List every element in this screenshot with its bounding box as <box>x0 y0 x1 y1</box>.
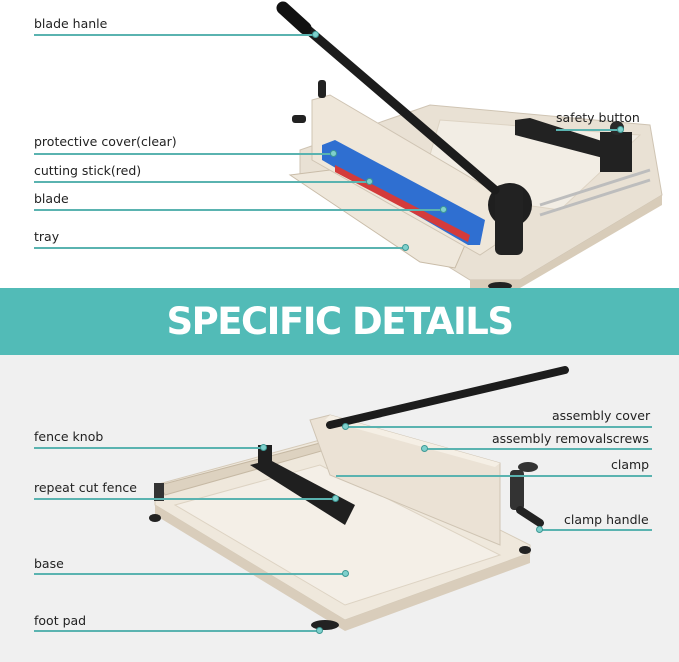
leader-line-blade-handle <box>34 34 316 36</box>
label-cutting-stick: cutting stick(red) <box>34 163 142 178</box>
leader-line-base <box>34 573 346 575</box>
leader-line-protective-cover <box>34 153 334 155</box>
leader-line-fence-knob <box>34 447 264 449</box>
callout-dot-foot-pad <box>316 627 323 634</box>
label-blade: blade <box>34 191 69 206</box>
label-safety-button: safety button <box>556 110 640 125</box>
callout-dot-base <box>342 570 349 577</box>
leader-line-repeat-cut-fence <box>34 498 336 500</box>
callout-dot-fence-knob <box>260 444 267 451</box>
label-foot-pad: foot pad <box>34 613 87 628</box>
leader-line-assembly-cover <box>345 426 652 428</box>
leader-line-clamp <box>336 475 652 477</box>
label-protective-cover: protective cover(clear) <box>34 134 177 149</box>
callout-dot-protective-cover <box>330 150 337 157</box>
leader-line-clamp-handle <box>540 529 652 531</box>
callout-dot-assembly-removal-screws <box>421 445 428 452</box>
section-banner: SPECIFIC DETAILS <box>0 288 679 355</box>
callout-dot-assembly-cover <box>342 423 349 430</box>
label-assembly-removal-screws: assembly removalscrews <box>492 431 649 446</box>
label-tray: tray <box>34 229 60 244</box>
leader-line-foot-pad <box>34 630 320 632</box>
label-clamp-handle: clamp handle <box>564 512 649 527</box>
top-product-view: blade hanle protective cover(clear) cutt… <box>0 0 679 288</box>
label-base: base <box>34 556 64 571</box>
leader-line-cutting-stick <box>34 181 370 183</box>
label-assembly-cover: assembly cover <box>552 408 651 423</box>
callout-dot-blade-handle <box>312 31 319 38</box>
leader-line-assembly-removal-screws <box>425 448 652 450</box>
leader-line-tray <box>34 247 406 249</box>
callout-dot-repeat-cut-fence <box>332 495 339 502</box>
label-repeat-cut-fence: repeat cut fence <box>34 480 137 495</box>
leader-line-blade <box>34 209 444 211</box>
callout-dot-tray <box>402 244 409 251</box>
banner-title: SPECIFIC DETAILS <box>166 300 514 343</box>
callout-dot-blade <box>440 206 447 213</box>
paper-cutter-illustration-bottom <box>149 366 569 631</box>
label-clamp: clamp <box>611 457 650 472</box>
label-fence-knob: fence knob <box>34 429 104 444</box>
label-blade-handle: blade hanle <box>34 16 108 31</box>
callout-dot-clamp-handle <box>536 526 543 533</box>
bottom-product-view: fence knob repeat cut fence base foot pa… <box>0 355 679 662</box>
callout-dot-cutting-stick <box>366 178 373 185</box>
leader-line-safety-button <box>556 129 620 131</box>
callout-dot-safety-button <box>617 126 624 133</box>
